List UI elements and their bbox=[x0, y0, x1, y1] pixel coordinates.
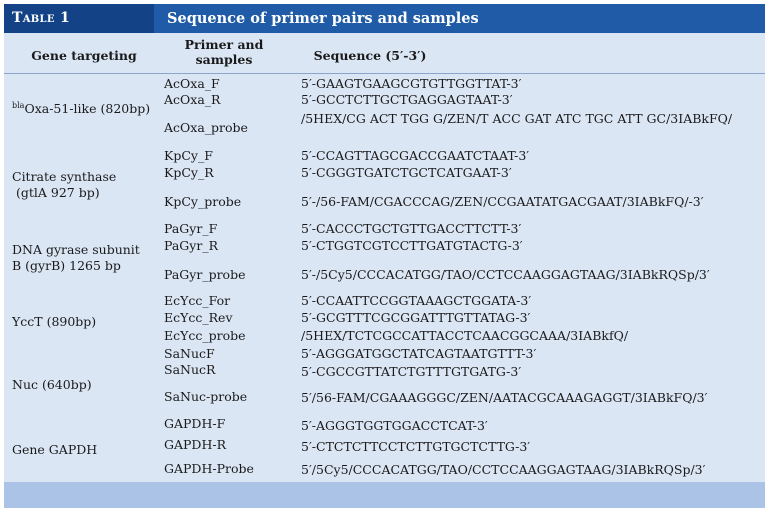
primer-name: SaNucF bbox=[164, 346, 215, 361]
gene-oxa: blaOxa-51-like (820bp) bbox=[12, 101, 150, 116]
header-gene-targeting: Gene targeting bbox=[31, 48, 137, 63]
primer-name: KpCy_F bbox=[164, 148, 213, 163]
table-header-row: Gene targeting Primer and samples Sequen… bbox=[4, 33, 765, 74]
gene-gapdh: Gene GAPDH bbox=[12, 442, 98, 457]
primer-sequence: 5′/5Cy5/CCCACATGG/TAO/CCTCCAAGGAGTAAG/3I… bbox=[301, 462, 706, 477]
primer-sequence: /5HEX/TCTCGCCATTACCTCAACGGCAAA/3IABkfQ/ bbox=[301, 328, 629, 343]
primer-sequence: 5′-CTCTCTTCCTCTTGTGCTCTTG-3′ bbox=[301, 439, 531, 454]
primer-name: SaNuc-probe bbox=[164, 389, 248, 404]
primer-sequence: /5HEX/CG ACT TGG G/ZEN/T ACC GAT ATC TGC… bbox=[301, 111, 733, 126]
primer-name: AcOxa_F bbox=[164, 76, 220, 91]
primer-sequence: 5′-GCCTCTTGCTGAGGAGTAAT-3′ bbox=[301, 92, 513, 107]
primer-name: EcYcc_Rev bbox=[164, 310, 233, 325]
primer-name: SaNucR bbox=[164, 362, 216, 377]
primer-name: GAPDH-R bbox=[164, 437, 226, 452]
gene-citrate-line1: Citrate synthase bbox=[12, 169, 117, 184]
gene-oxa-prefix: bla bbox=[12, 101, 25, 110]
table-frame: Table 1 Sequence of primer pairs and sam… bbox=[4, 4, 765, 508]
primer-sequence: 5′-CCAGTTAGCGACCGAATCTAAT-3′ bbox=[301, 148, 530, 163]
primer-name: EcYcc_For bbox=[164, 293, 231, 308]
header-primer-samples: Primer and samples bbox=[184, 37, 264, 67]
primer-sequence: 5′/56-FAM/CGAAAGGGC/ZEN/AATACGCAAAGAGGT/… bbox=[301, 390, 708, 405]
primer-name: AcOxa_probe bbox=[164, 120, 248, 135]
gene-gyr-line1: DNA gyrase subunit bbox=[12, 242, 140, 257]
gene-gyr-line2: B (gyrB) 1265 bp bbox=[12, 258, 121, 273]
primer-sequence: 5′-AGGGTGGTGGACCTCAT-3′ bbox=[301, 418, 488, 433]
header-sequence: Sequence (5′-3′) bbox=[313, 48, 427, 63]
primer-sequence: 5′-CGGGTGATCTGCTCATGAAT-3′ bbox=[301, 165, 512, 180]
primer-name: AcOxa_R bbox=[164, 92, 221, 107]
table-body: blaOxa-51-like (820bp) Citrate synthase … bbox=[4, 74, 765, 484]
primer-sequence: 5′-CACCCTGCTGTTGACCTTCTT-3′ bbox=[301, 221, 522, 236]
table-title: Sequence of primer pairs and samples bbox=[167, 10, 479, 27]
primer-name: PaGyr_F bbox=[164, 221, 218, 236]
primer-name: GAPDH-Probe bbox=[164, 461, 254, 476]
primer-name: KpCy_probe bbox=[164, 194, 242, 209]
gene-nuc: Nuc (640bp) bbox=[12, 377, 92, 392]
primer-sequence: 5′-/5Cy5/CCCACATGG/TAO/CCTCCAAGGAGTAAG/3… bbox=[301, 267, 710, 282]
gene-citrate-line2: (gtlA 927 bp) bbox=[16, 185, 100, 200]
primer-sequence: 5′-/56-FAM/CGACCCAG/ZEN/CCGAATATGACGAAT/… bbox=[301, 194, 704, 209]
primer-sequence: 5′-GCGTTTCGCGGATTTGTTATAG-3′ bbox=[301, 310, 531, 325]
primer-sequence: 5′-AGGGATGGCTATCAGTAATGTTT-3′ bbox=[301, 346, 537, 361]
primer-name: PaGyr_R bbox=[164, 238, 218, 253]
primer-name: GAPDH-F bbox=[164, 416, 226, 431]
table-label: Table 1 bbox=[4, 4, 154, 33]
gene-ycct: YccT (890bp) bbox=[12, 314, 97, 329]
gene-oxa-label: Oxa-51-like (820bp) bbox=[24, 101, 151, 117]
primer-sequence: 5′-CTGGTCGTCCTTGATGTACTG-3′ bbox=[301, 238, 523, 253]
primer-name: EcYcc_probe bbox=[164, 328, 246, 343]
primer-name: KpCy_R bbox=[164, 165, 214, 180]
table-footer-bar bbox=[4, 482, 765, 508]
primer-sequence: 5′-GAAGTGAAGCGTGTTGGTTAT-3′ bbox=[301, 76, 522, 91]
table-title-bar: Table 1 Sequence of primer pairs and sam… bbox=[4, 4, 765, 33]
primer-sequence: 5′-CCAATTCCGGTAAAGCTGGATA-3′ bbox=[301, 293, 532, 308]
primer-name: PaGyr_probe bbox=[164, 267, 246, 282]
primer-sequence: 5′-CGCCGTTATCTGTTTGTGATG-3′ bbox=[301, 364, 522, 379]
